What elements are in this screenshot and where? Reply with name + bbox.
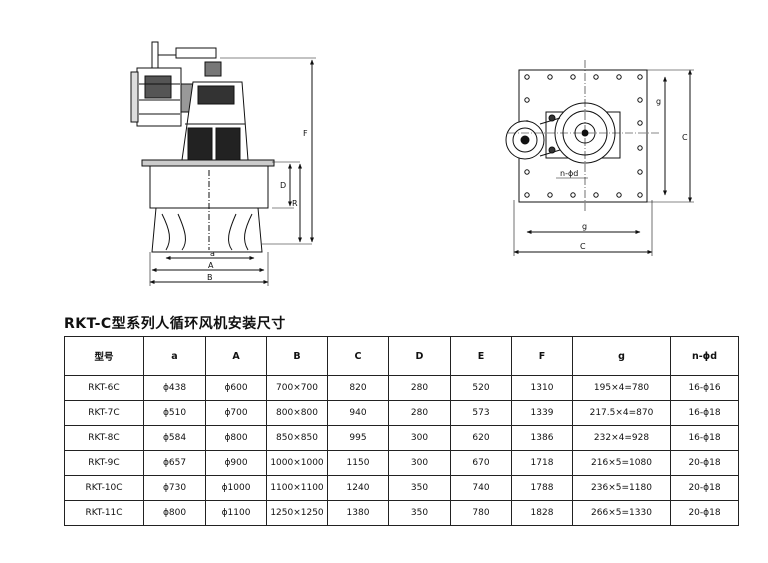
header-C: C [327,336,389,376]
page-title: RKT-C型系列人循环风机安装尺寸 [64,316,286,332]
cell-g: 216×5=1080 [572,450,671,476]
header-A: A [205,336,267,376]
table-row: RKT-6C ϕ438 ϕ600 700×700 820 280 520 131… [64,375,739,401]
dim-label-g-right: g [656,97,661,106]
cell-model: RKT-7C [64,400,144,426]
dim-label-a: a [210,249,215,258]
cell-g: 266×5=1330 [572,500,671,526]
cell-C: 940 [327,400,389,426]
cell-C: 1240 [327,475,389,501]
cell-a: ϕ730 [143,475,206,501]
installation-drawing: a A B D R F [130,41,694,286]
cell-B: 700×700 [266,375,328,401]
cell-model: RKT-6C [64,375,144,401]
dim-label-R: R [292,199,298,208]
cell-n-phi-d: 20-ϕ18 [670,475,739,501]
cell-g: 217.5×4=870 [572,400,671,426]
header-model: 型号 [64,336,144,376]
cell-model: RKT-8C [64,425,144,451]
table-row: RKT-7C ϕ510 ϕ700 800×800 940 280 573 133… [64,400,739,426]
gearbox-housing [181,81,249,161]
table-row: RKT-9C ϕ657 ϕ900 1000×1000 1150 300 670 … [64,450,739,476]
cell-A: ϕ700 [205,400,267,426]
cell-g: 195×4=780 [572,375,671,401]
cell-A: ϕ800 [205,425,267,451]
cell-n-phi-d: 16-ϕ18 [670,400,739,426]
cell-n-phi-d: 16-ϕ18 [670,425,739,451]
cell-a: ϕ584 [143,425,206,451]
base-plate [141,159,275,167]
cell-A: ϕ900 [205,450,267,476]
header-D: D [388,336,451,376]
cell-D: 280 [388,375,451,401]
cell-A: ϕ1000 [205,475,267,501]
impeller [151,170,263,253]
dim-label-D: D [280,181,286,190]
table-row: RKT-8C ϕ584 ϕ800 850×850 995 300 620 138… [64,425,739,451]
cell-A: ϕ1100 [205,500,267,526]
cell-n-phi-d: 20-ϕ18 [670,450,739,476]
cell-D: 300 [388,425,451,451]
cell-B: 1250×1250 [266,500,328,526]
cell-n-phi-d: 16-ϕ16 [670,375,739,401]
cell-n-phi-d: 20-ϕ18 [670,500,739,526]
cell-E: 740 [450,475,512,501]
cell-B: 1000×1000 [266,450,328,476]
dim-label-B: B [207,273,213,282]
cell-E: 520 [450,375,512,401]
dim-label-C-right: C [682,133,688,142]
cell-E: 780 [450,500,512,526]
cell-a: ϕ438 [143,375,206,401]
header-n-phi-d: n-ϕd [670,336,739,376]
cell-g: 236×5=1180 [572,475,671,501]
cell-model: RKT-10C [64,475,144,501]
dim-label-g-bottom: g [582,222,587,231]
dim-label-A: A [208,261,214,270]
cell-D: 350 [388,475,451,501]
side-view [130,41,316,286]
cell-D: 350 [388,500,451,526]
header-g: g [572,336,671,376]
table-row: RKT-11C ϕ800 ϕ1100 1250×1250 1380 350 78… [64,500,739,526]
installation-dimensions-table: 型号 a A B C D E F g n-ϕd RKT-6C ϕ438 ϕ600… [64,336,739,526]
cell-C: 1380 [327,500,389,526]
cell-model: RKT-11C [64,500,144,526]
header-B: B [266,336,328,376]
cell-model: RKT-9C [64,450,144,476]
cell-B: 1100×1100 [266,475,328,501]
cell-D: 300 [388,450,451,476]
table-header-row: 型号 a A B C D E F g n-ϕd [64,336,739,376]
top-view [505,60,694,256]
cell-B: 850×850 [266,425,328,451]
cell-g: 232×4=928 [572,425,671,451]
dim-label-n-phi-d: n-ϕd [560,169,578,178]
cell-F: 1310 [511,375,573,401]
cell-A: ϕ600 [205,375,267,401]
motor [130,41,217,127]
cell-E: 620 [450,425,512,451]
cell-F: 1718 [511,450,573,476]
cell-F: 1828 [511,500,573,526]
cell-D: 280 [388,400,451,426]
dim-label-C-bottom: C [580,242,586,251]
header-a: a [143,336,206,376]
cell-F: 1386 [511,425,573,451]
header-E: E [450,336,512,376]
header-F: F [511,336,573,376]
cell-E: 670 [450,450,512,476]
cell-F: 1339 [511,400,573,426]
cell-E: 573 [450,400,512,426]
cell-F: 1788 [511,475,573,501]
cell-a: ϕ800 [143,500,206,526]
cell-C: 1150 [327,450,389,476]
cell-a: ϕ510 [143,400,206,426]
cell-C: 995 [327,425,389,451]
table-row: RKT-10C ϕ730 ϕ1000 1100×1100 1240 350 74… [64,475,739,501]
dim-label-F: F [303,129,308,138]
cell-C: 820 [327,375,389,401]
cell-a: ϕ657 [143,450,206,476]
cell-B: 800×800 [266,400,328,426]
